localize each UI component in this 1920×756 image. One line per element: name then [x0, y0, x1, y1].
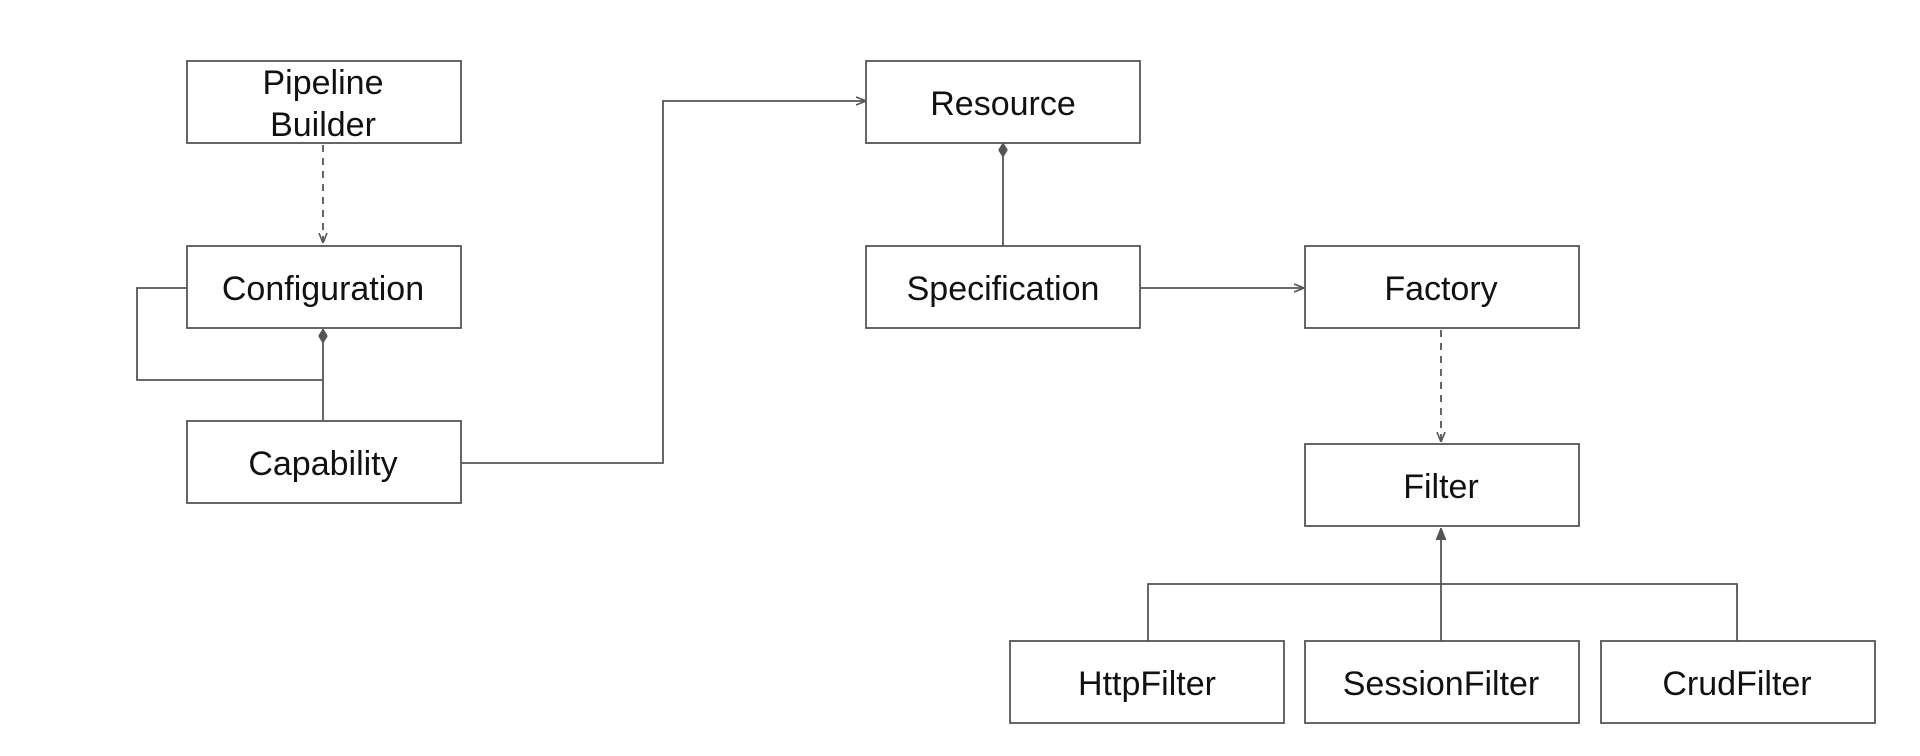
edge-httpfilter-bus — [1147, 583, 1441, 641]
class-capability-label: Capability — [248, 445, 397, 483]
class-http-filter-label: HttpFilter — [1078, 665, 1216, 703]
edge-configuration-self-loop — [136, 287, 323, 381]
class-crud-filter: CrudFilter — [1600, 640, 1876, 724]
class-specification-label: Specification — [907, 270, 1100, 308]
edge-crudfilter-bus — [1441, 583, 1738, 641]
class-crud-filter-label: CrudFilter — [1662, 665, 1811, 703]
class-resource-label: Resource — [930, 85, 1076, 123]
class-specification: Specification — [865, 245, 1141, 329]
class-http-filter: HttpFilter — [1009, 640, 1285, 724]
class-pipeline-builder: Pipeline Builder — [186, 60, 462, 144]
class-factory-label: Factory — [1384, 270, 1497, 308]
class-configuration: Configuration — [186, 245, 462, 329]
class-pipeline-builder-line2: Builder — [270, 106, 376, 144]
class-resource: Resource — [865, 60, 1141, 144]
connectors — [136, 101, 1738, 641]
class-capability: Capability — [186, 420, 462, 504]
class-pipeline-builder-line1: Pipeline — [263, 64, 384, 102]
class-factory: Factory — [1304, 245, 1580, 329]
edge-capability-to-resource — [461, 101, 866, 464]
class-session-filter-label: SessionFilter — [1343, 665, 1540, 703]
class-filter-label: Filter — [1403, 468, 1479, 506]
class-filter: Filter — [1304, 443, 1580, 527]
class-configuration-label: Configuration — [222, 270, 424, 308]
class-session-filter: SessionFilter — [1304, 640, 1580, 724]
